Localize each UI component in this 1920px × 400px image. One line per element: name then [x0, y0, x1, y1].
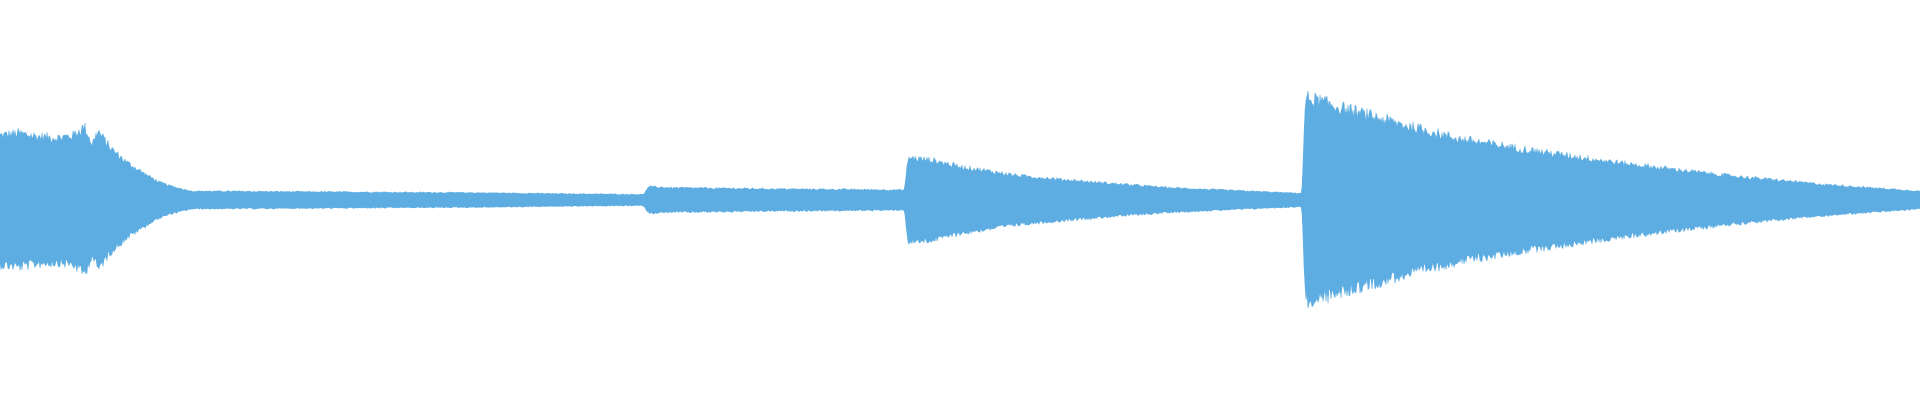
audio-waveform-view[interactable]	[0, 0, 1920, 400]
audio-waveform[interactable]	[0, 0, 1920, 400]
